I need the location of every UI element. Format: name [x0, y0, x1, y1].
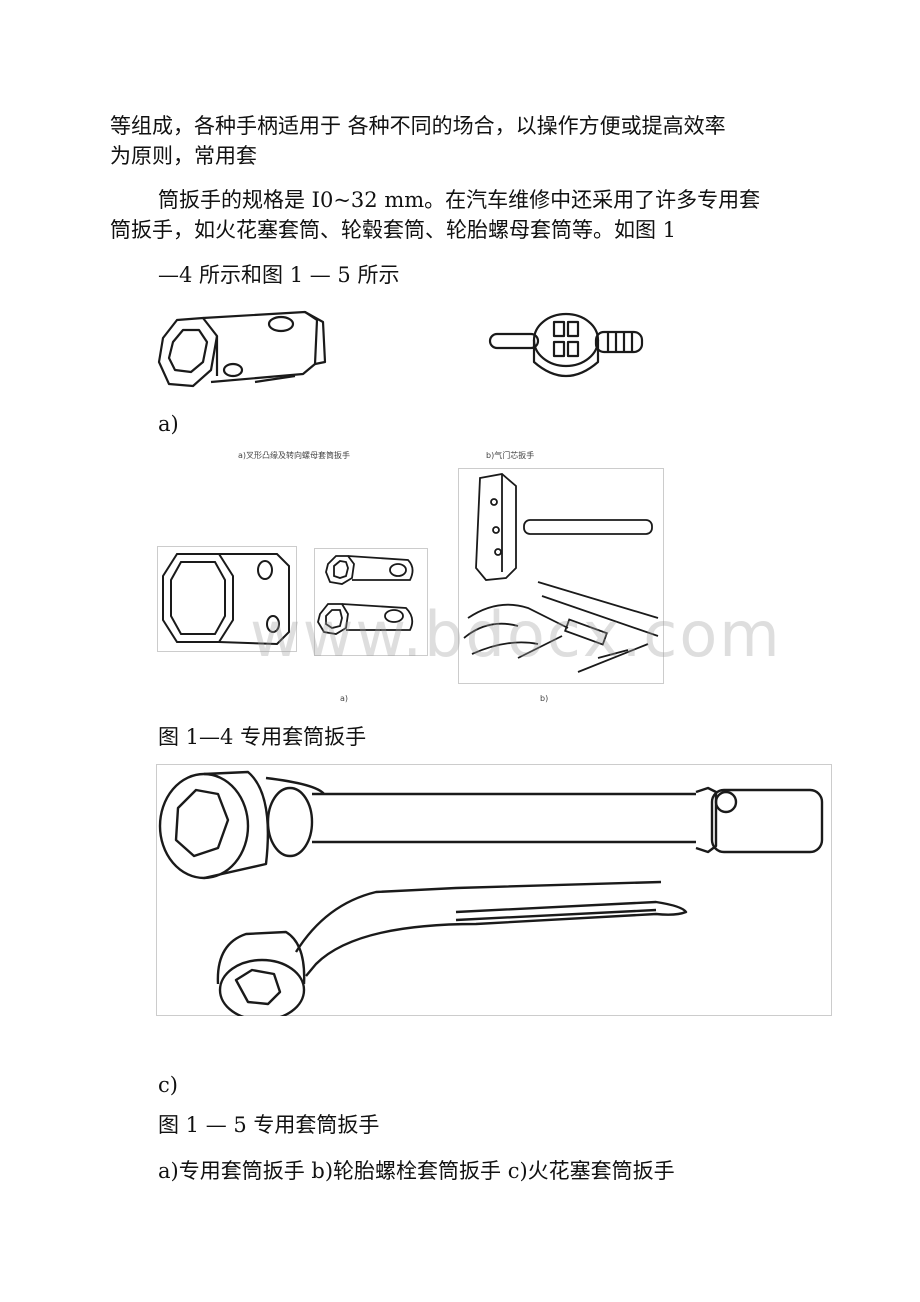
label-a: a)	[158, 412, 179, 436]
label-c: c)	[158, 1073, 178, 1097]
sub-label-b: b)	[540, 694, 549, 703]
para1-line2: 为原则，常用套	[110, 144, 257, 168]
octagon-socket-drawing	[157, 546, 297, 652]
fig-a-title: a)叉形凸缘及转向螺母套筒扳手	[238, 451, 351, 460]
sub-label-a: a)	[340, 694, 349, 703]
fig-1-4-caption: 图 1—4 专用套筒扳手	[158, 725, 367, 749]
fig-b-title: b)气门芯扳手	[486, 451, 535, 460]
valve-wrench-drawing	[458, 468, 664, 684]
para2-line1: 筒扳手的规格是 I0~32 mm。在汽车维修中还采用了许多专用套	[158, 188, 761, 212]
small-sockets-drawing	[314, 548, 428, 656]
para2-line2: 筒扳手，如火花塞套筒、轮毂套筒、轮胎螺母套筒等。如图 1	[110, 218, 677, 242]
para2-line3: —4 所示和图 1 — 5 所示	[158, 263, 400, 287]
fig-1-5-caption: 图 1 — 5 专用套筒扳手	[158, 1113, 380, 1137]
die-handle-drawing	[484, 300, 659, 385]
long-socket-wrench-drawing	[156, 764, 832, 1016]
figure-legend: a)专用套筒扳手 b)轮胎螺栓套筒扳手 c)火花塞套筒扳手	[158, 1159, 675, 1183]
socket-tube-drawing	[155, 300, 340, 405]
para1-line1: 等组成，各种手柄适用于 各种不同的场合，以操作方便或提高效率	[110, 114, 726, 138]
watermark: www.bdocx.com	[250, 598, 782, 671]
